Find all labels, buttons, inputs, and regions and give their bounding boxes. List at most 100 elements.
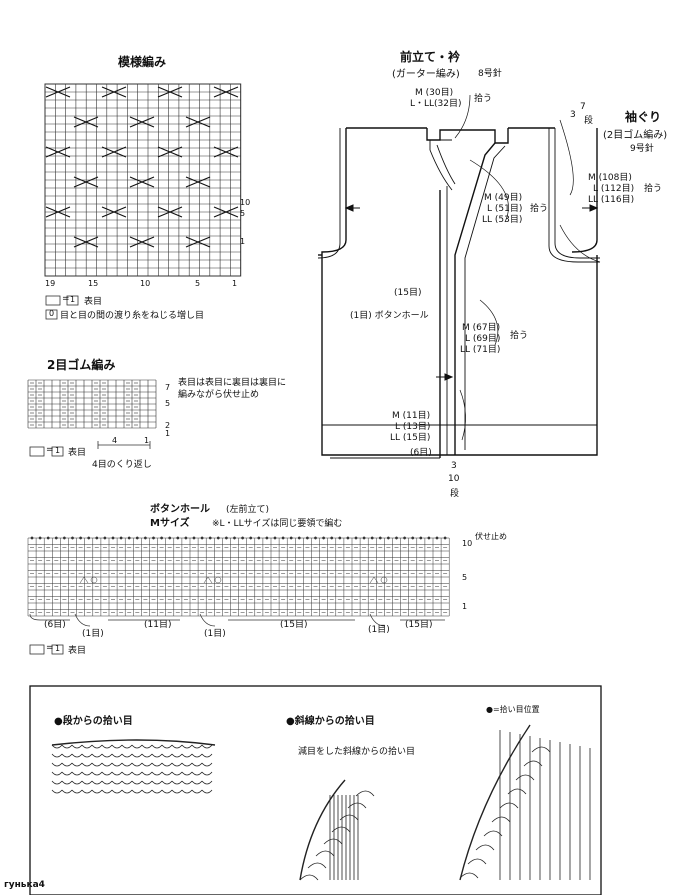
diag2-edge — [459, 724, 531, 881]
knit-stitch — [51, 771, 63, 776]
diag2-stitch — [531, 746, 551, 753]
diag2-stitch — [499, 802, 519, 809]
rib-col-1: 1 — [144, 436, 150, 445]
bh-bind-off-dot — [200, 536, 204, 540]
bh-bind-off-dot — [143, 536, 147, 540]
diag-stitch — [355, 790, 375, 797]
knit-stitch — [131, 744, 143, 749]
knit-stitch — [101, 780, 113, 785]
cable-cross — [157, 146, 183, 158]
diag2-stitch — [507, 788, 527, 795]
diag-stitch — [315, 850, 335, 857]
front-sub: (ガーター編み) — [392, 69, 460, 80]
pattern-row-10: 10 — [240, 198, 251, 207]
knit-stitch — [91, 780, 103, 785]
knit-stitch — [131, 789, 143, 794]
knit-stitch — [71, 771, 83, 776]
knit-stitch — [61, 780, 73, 785]
bh-row-5: 5 — [462, 573, 468, 582]
front-needle: 8号針 — [478, 69, 502, 79]
rib-legend-symbol-label: 1 — [55, 446, 61, 455]
cable-cross — [73, 116, 99, 128]
bh-bind-off-dot — [395, 536, 398, 540]
knit-stitch — [131, 780, 143, 785]
cable-cross — [101, 86, 127, 98]
bh-size: Mサイズ — [150, 518, 190, 529]
pickup-knit-row — [51, 739, 216, 794]
bh-bind-off-dot — [386, 536, 390, 540]
diag2-stitch — [523, 760, 543, 767]
bh-bind-off-dot — [135, 536, 139, 540]
diag-stitch — [331, 826, 351, 833]
knit-stitch — [91, 762, 103, 767]
diag-stitch — [299, 874, 319, 881]
rib-row-7: 7 — [165, 383, 171, 392]
bh-bind-off-dot — [257, 536, 261, 540]
bh-legend-symbol — [51, 644, 64, 655]
cable-cross — [185, 116, 211, 128]
bh-bind-off-dot — [38, 536, 42, 540]
cable-cross — [45, 86, 71, 98]
diag2-stitch — [483, 830, 503, 837]
knit-stitch — [61, 753, 73, 758]
knit-stitch — [181, 744, 193, 749]
diag-stitch — [307, 862, 327, 869]
pattern-row-5: 5 — [240, 209, 246, 218]
rib-note-1: 表目は表目に裏目は裏目に — [178, 378, 287, 388]
rib-title: 2目ゴム編み — [47, 358, 116, 372]
cable-cross — [213, 146, 239, 158]
pickup-diagonal-1 — [299, 779, 375, 881]
bh-bind-off-dot — [168, 536, 172, 540]
knit-stitch — [201, 762, 213, 767]
arm-pick: 拾う — [644, 184, 663, 194]
legend-symbol-twist — [45, 309, 58, 320]
pickup-dec-note: 減目をした斜線からの拾い目 — [298, 747, 416, 757]
bh-bind-off-dot — [127, 536, 131, 540]
bh-bind-off-dot — [330, 536, 334, 540]
neck-l: L (51目) — [487, 204, 523, 214]
bottom-10: 10 — [448, 474, 460, 484]
pattern-col-10: 10 — [140, 279, 151, 288]
bh-bind-off-dot — [119, 536, 123, 540]
bot-m: M (11目) — [392, 411, 431, 421]
diag2-stitch — [491, 816, 511, 823]
cable-cross — [101, 146, 127, 158]
bh-bind-off-dot — [305, 536, 309, 540]
legend-symbol-knit — [66, 295, 79, 306]
knit-stitch — [101, 771, 113, 776]
bh-row-1: 1 — [462, 602, 468, 611]
knit-stitch — [171, 762, 183, 767]
knit-stitch — [111, 771, 123, 776]
knit-stitch — [121, 789, 133, 794]
rib-row-5: 5 — [165, 399, 171, 408]
knit-stitch — [151, 753, 163, 758]
knit-stitch — [131, 753, 143, 758]
knit-stitch — [161, 744, 173, 749]
knit-stitch — [141, 762, 153, 767]
knit-stitch — [61, 762, 73, 767]
bh-bind-off-dot — [184, 536, 188, 540]
knit-stitch — [61, 744, 73, 749]
knit-stitch — [191, 744, 203, 749]
bh-bind-off-dot — [362, 536, 366, 540]
front-title: 前立て・衿 — [400, 50, 461, 64]
rib-legend-symbol — [51, 446, 64, 457]
bh-segment-brackets — [29, 613, 445, 627]
pattern-col-15: 15 — [88, 279, 99, 288]
bh-bind-off-dot — [403, 536, 407, 540]
bh-bind-off-dot — [411, 536, 415, 540]
knit-stitch — [161, 771, 173, 776]
knit-stitch — [91, 753, 103, 758]
knit-stitch — [101, 753, 113, 758]
bot-ll: LL (15目) — [390, 433, 431, 443]
knit-stitch — [71, 780, 83, 785]
cable-cross — [213, 86, 239, 98]
armhole-needle: 9号針 — [630, 144, 654, 154]
pattern-row-1: 1 — [240, 237, 246, 246]
bh-bind-off-dot — [435, 536, 439, 540]
knit-stitch — [171, 753, 183, 758]
pickup-box-frame — [29, 685, 602, 895]
diag2-stitch — [475, 844, 495, 851]
watermark: гунька4 — [4, 880, 45, 890]
rib-chart-grid — [27, 379, 157, 429]
